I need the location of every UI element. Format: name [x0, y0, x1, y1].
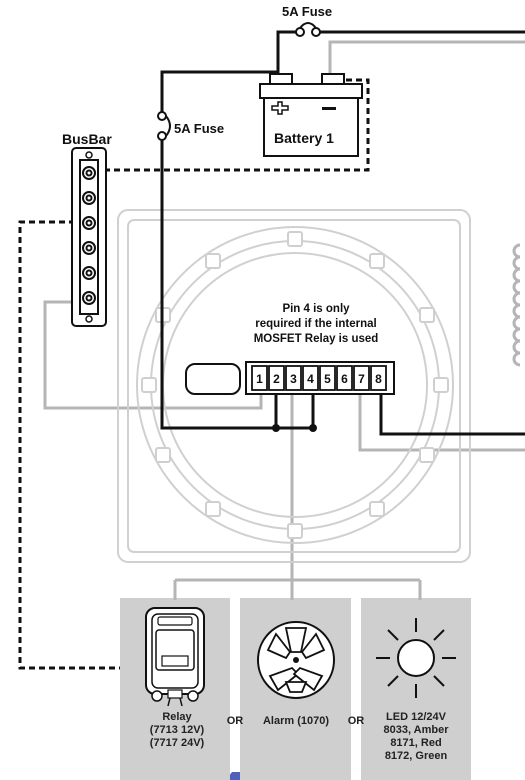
terminal-pin-label: 1: [256, 372, 263, 386]
terminal-pin-label: 8: [375, 372, 382, 386]
pin4-note: Pin 4 is only required if the internal M…: [254, 303, 379, 345]
busbar-icon: [71, 147, 107, 327]
terminal-pin-8: [370, 365, 387, 391]
terminal-pin-4: [302, 365, 319, 391]
terminal-pin-label: 5: [324, 372, 331, 386]
fuse-left-icon: [157, 111, 171, 141]
junction-dot: [272, 424, 280, 432]
terminal-pin-label: 3: [290, 372, 297, 386]
terminal-pin-5: [319, 365, 336, 391]
alarm-icon: [257, 621, 335, 699]
terminal-pin-3: [285, 365, 302, 391]
battery-label: Battery 1: [274, 130, 334, 146]
relay-label-2: (7713 12V): [150, 724, 205, 736]
relay-icon: [145, 607, 205, 707]
alarm-label: Alarm (1070): [263, 715, 329, 727]
terminal-pin-6: [336, 365, 353, 391]
fuse-top-icon: [295, 22, 321, 37]
note-line-2: required if the internal: [255, 318, 376, 330]
battery-icon: [259, 73, 363, 157]
note-line-1: Pin 4 is only: [282, 303, 350, 315]
led-sun-icon: [376, 618, 456, 698]
terminal-pin-7: [353, 365, 370, 391]
relay-label-3: (7717 24V): [150, 737, 205, 749]
or-label-2: OR: [348, 715, 365, 727]
terminal-pin-label: 4: [307, 372, 314, 386]
fuse-left-label: 5A Fuse: [174, 121, 224, 136]
led-label-4: 8172, Green: [385, 750, 448, 762]
fuse-top-label: 5A Fuse: [282, 4, 332, 19]
led-label-1: LED 12/24V: [386, 711, 447, 723]
busbar-label: BusBar: [62, 131, 112, 147]
terminal-pin-1: [251, 365, 268, 391]
dashed-wires: [18, 78, 370, 670]
led-label-2: 8033, Amber: [383, 724, 449, 736]
gauge-ring-tabs: [141, 231, 449, 539]
terminal-pin-2: [268, 365, 285, 391]
gauge-display-window: [185, 363, 241, 395]
led-label-3: 8171, Red: [390, 737, 441, 749]
relay-label-1: Relay: [162, 711, 192, 723]
note-line-3: MOSFET Relay is used: [254, 333, 379, 345]
terminal-pin-label: 6: [341, 372, 348, 386]
grey-wires: [43, 40, 525, 600]
coil: [512, 243, 521, 367]
terminal-pin-label: 2: [273, 372, 280, 386]
terminal-pin-label: 7: [358, 372, 365, 386]
junction-dot: [309, 424, 317, 432]
or-label-1: OR: [227, 715, 244, 727]
